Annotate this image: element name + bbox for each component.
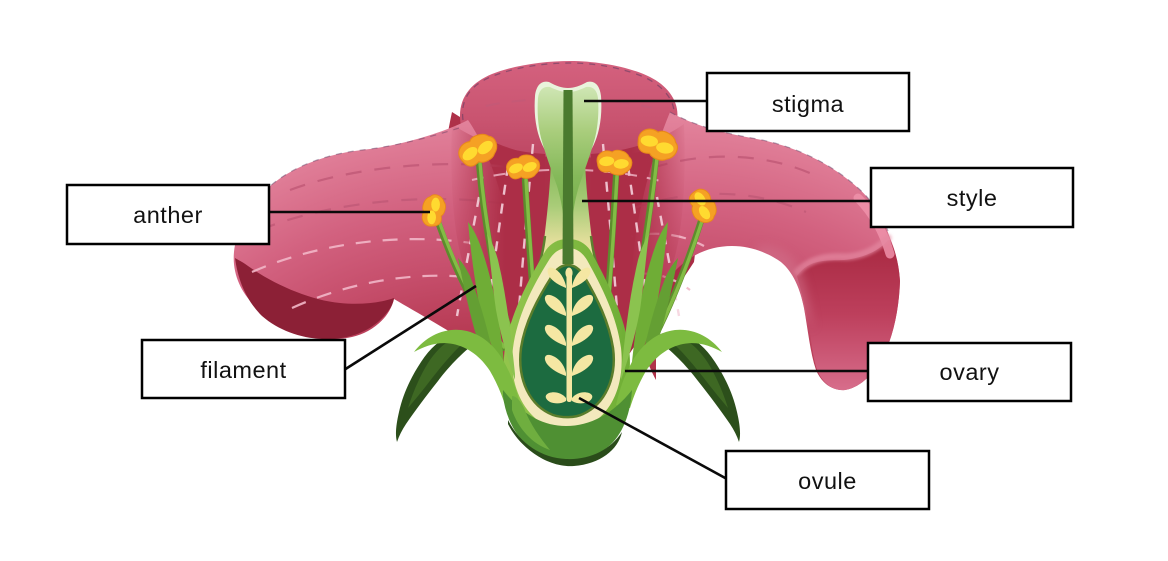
- svg-text:style: style: [947, 185, 998, 211]
- svg-text:ovule: ovule: [798, 468, 857, 494]
- svg-text:anther: anther: [133, 202, 203, 228]
- svg-text:ovary: ovary: [940, 359, 1000, 385]
- svg-text:stigma: stigma: [772, 91, 845, 117]
- svg-text:filament: filament: [200, 357, 286, 383]
